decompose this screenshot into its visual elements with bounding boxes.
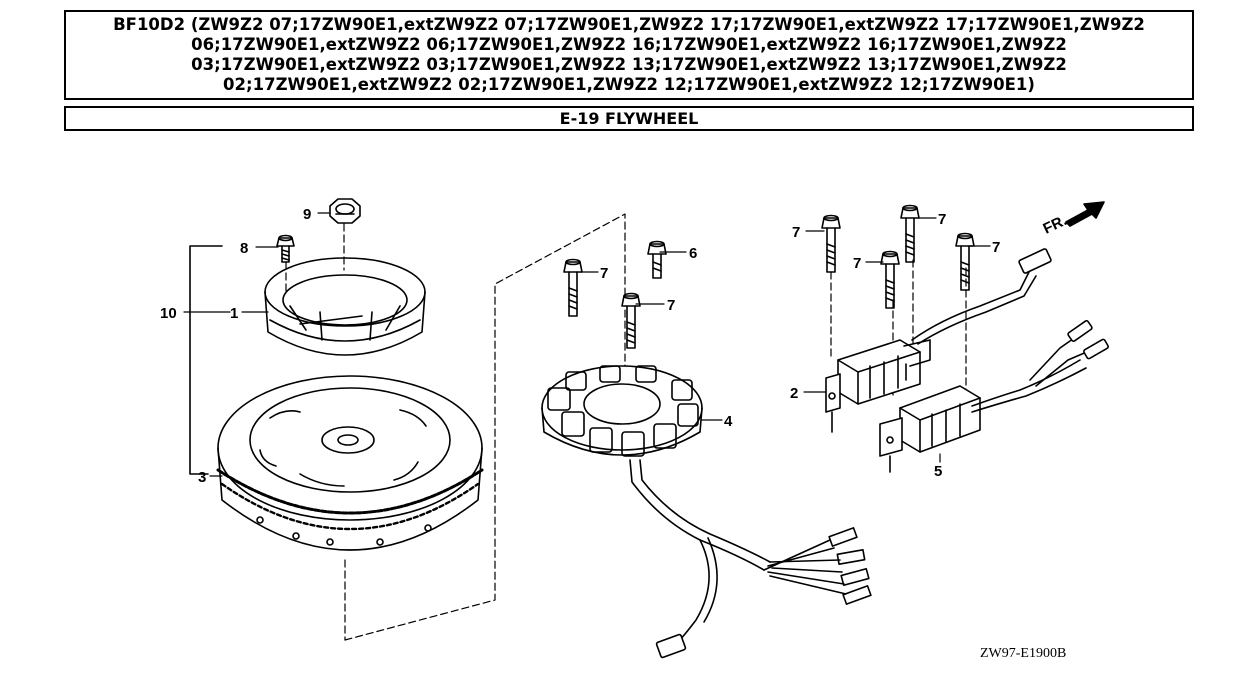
callout-2: 2 [790, 385, 798, 402]
callout-7-e: 7 [853, 255, 861, 272]
flywheel-nut[interactable] [329, 198, 361, 224]
bolt-7-stator-a[interactable] [563, 258, 583, 317]
section-title-box: E-19 FLYWHEEL [64, 106, 1194, 131]
bolt-7-coil-a[interactable] [821, 214, 841, 273]
callout-7-f: 7 [992, 239, 1000, 256]
callout-3: 3 [198, 469, 206, 486]
model-header-text: BF10D2 (ZW9Z2 07;17ZW90E1,extZW9Z2 07;17… [105, 15, 1153, 95]
callout-6: 6 [689, 245, 697, 262]
callout-7-a: 7 [600, 265, 608, 282]
flywheel[interactable] [216, 375, 484, 551]
callout-1: 1 [230, 305, 238, 322]
callout-4: 4 [724, 413, 733, 430]
bolt-6[interactable] [647, 240, 667, 279]
ignition-coil-2[interactable] [825, 248, 1052, 433]
starter-pulley[interactable] [264, 257, 426, 356]
ignition-coil-5[interactable] [879, 320, 1109, 473]
callout-7-d: 7 [938, 211, 946, 228]
diagram-code: ZW97-E1900B [980, 646, 1066, 661]
header-line-4: 02;17ZW90E1,extZW9Z2 02;17ZW90E1,ZW9Z2 1… [223, 75, 1035, 94]
callout-7-b: 7 [667, 297, 675, 314]
bolt-7-coil-b[interactable] [900, 204, 920, 263]
stator-wire-harness [629, 459, 872, 659]
assembly-bracket [189, 245, 223, 475]
callout-7-c: 7 [792, 224, 800, 241]
callout-leaders [183, 212, 991, 477]
stator[interactable] [541, 365, 703, 457]
model-header: BF10D2 (ZW9Z2 07;17ZW90E1,extZW9Z2 07;17… [64, 10, 1194, 100]
callout-8: 8 [240, 240, 248, 257]
front-marker-label: FR. [1041, 212, 1070, 238]
callout-5: 5 [934, 463, 942, 480]
bolt-7-coil-c[interactable] [880, 250, 900, 309]
front-direction-arrow [1065, 201, 1105, 227]
callout-10: 10 [160, 305, 177, 322]
bolt-7-coil-d[interactable] [955, 232, 975, 291]
bolt-7-stator-b[interactable] [621, 292, 641, 349]
bolt-8[interactable] [276, 234, 295, 263]
header-line-2: 06;17ZW90E1,extZW9Z2 06;17ZW90E1,ZW9Z2 1… [191, 35, 1067, 54]
callout-9: 9 [303, 206, 311, 223]
header-line-1: BF10D2 (ZW9Z2 07;17ZW90E1,extZW9Z2 07;17… [113, 15, 1145, 34]
header-line-3: 03;17ZW90E1,extZW9Z2 03;17ZW90E1,ZW9Z2 1… [191, 55, 1067, 74]
section-title: E-19 FLYWHEEL [559, 109, 699, 128]
